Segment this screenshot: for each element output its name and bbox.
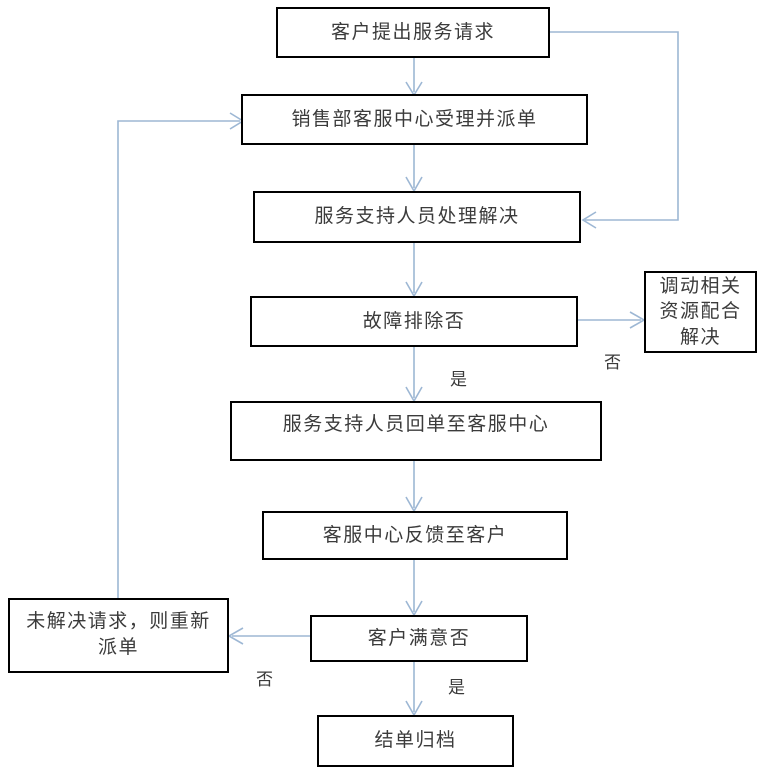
node-reassign[interactable]: 未解决请求，则重新 派单 xyxy=(8,598,229,673)
edge-support-return-to-feedback xyxy=(405,461,423,513)
edge-satisfied-to-archive xyxy=(405,662,423,717)
node-mobilize[interactable]: 调动相关 资源配合 解决 xyxy=(644,271,757,353)
node-archive-label: 结单归档 xyxy=(374,729,457,752)
node-support-handle[interactable]: 服务支持人员处理解决 xyxy=(253,191,581,243)
edge-request-to-sales-center xyxy=(405,58,423,97)
node-feedback[interactable]: 客服中心反馈至客户 xyxy=(262,511,568,560)
node-request[interactable]: 客户提出服务请求 xyxy=(276,7,550,58)
node-support-handle-label: 服务支持人员处理解决 xyxy=(314,205,520,228)
edge-support-handle-to-fault-cleared xyxy=(405,243,423,298)
node-feedback-label: 客服中心反馈至客户 xyxy=(322,523,508,546)
node-request-label: 客户提出服务请求 xyxy=(330,20,495,43)
node-sales-center-label: 销售部客服中心受理并派单 xyxy=(291,107,538,130)
edge-fault-cleared-to-support-return xyxy=(405,347,423,403)
edge-label-satisfied-yes: 是 xyxy=(448,678,466,698)
edge-sales-center-to-support-handle xyxy=(405,145,423,193)
node-fault-cleared-label: 故障排除否 xyxy=(362,309,466,332)
node-reassign-label: 未解决请求，则重新 派单 xyxy=(26,610,211,658)
node-satisfied-label: 客户满意否 xyxy=(367,626,471,649)
edge-satisfied-to-reassign xyxy=(227,627,310,645)
edge-feedback-to-satisfied xyxy=(405,560,423,617)
node-archive[interactable]: 结单归档 xyxy=(317,715,514,767)
node-support-return-label: 服务支持人员回单至客服中心 xyxy=(282,413,550,435)
node-support-return[interactable]: 服务支持人员回单至客服中心 xyxy=(230,401,602,461)
node-fault-cleared[interactable]: 故障排除否 xyxy=(250,296,578,347)
edge-label-fault-no: 否 xyxy=(604,353,622,373)
edge-reassign-to-sales-center xyxy=(117,112,245,598)
edge-label-satisfied-no: 否 xyxy=(256,670,274,690)
node-satisfied[interactable]: 客户满意否 xyxy=(310,615,528,662)
edge-request-to-support-handle xyxy=(550,31,679,229)
edge-label-fault-yes: 是 xyxy=(450,370,468,390)
node-mobilize-label: 调动相关 资源配合 解决 xyxy=(659,274,742,348)
edge-fault-cleared-to-mobilize xyxy=(578,311,646,329)
node-sales-center[interactable]: 销售部客服中心受理并派单 xyxy=(241,94,588,145)
